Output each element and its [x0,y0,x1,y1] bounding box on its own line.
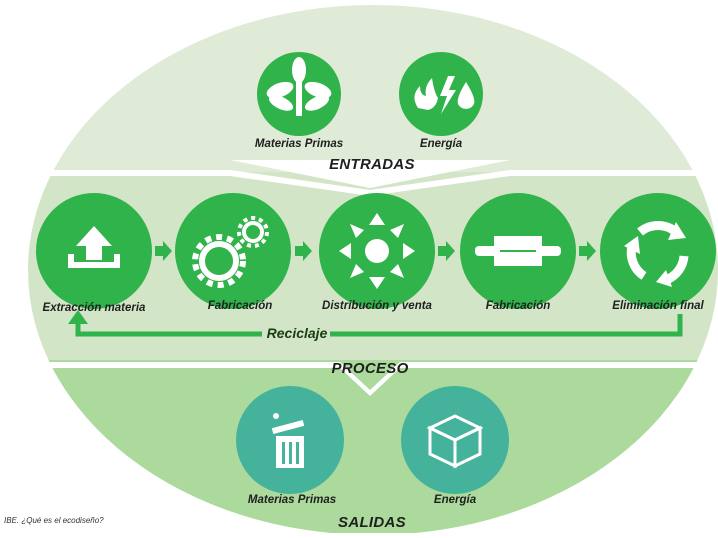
salidas-item-2-label: Energía [433,494,477,506]
entradas-title: ENTRADAS [329,156,415,173]
recycle-icon [600,193,716,309]
process-step-5-label: Eliminación final [612,300,704,312]
package-icon [460,193,576,309]
energy-icon [399,52,483,136]
process-step-4-label: Fabricación [485,300,551,312]
entradas-item-2-label: Energía [419,138,463,150]
proceso-title: PROCESO [331,360,409,377]
salidas-title: SALIDAS [338,514,406,531]
upload-icon [36,193,152,309]
entradas-band [28,5,718,175]
chevron-top [230,160,510,188]
salidas-item-1-label: Materias Primas [247,494,337,506]
entradas-item-1-label: Materias Primas [254,138,344,150]
flow-arrow-3 [438,241,455,261]
flow-arrow-4 [579,241,596,261]
trash-icon [236,386,344,494]
source-footer: IBE. ¿Qué es el ecodiseño? [4,516,104,525]
flow-arrow-2 [295,241,312,261]
recycle-label: Reciclaje [266,325,328,341]
divider-top [30,170,718,196]
plant-icon [257,52,341,136]
process-step-2-label: Fabricación [207,300,273,312]
salidas-band [28,360,718,535]
box-icon [401,386,509,494]
gears-icon [175,193,291,309]
flow-arrow-1 [155,241,172,261]
process-step-1-label: Extracción materia [42,302,146,314]
process-step-3-label: Distribución y venta [322,300,432,312]
distribution-icon [319,193,435,309]
recycle-return-arrow [68,310,683,337]
divider-bottom [20,362,718,396]
